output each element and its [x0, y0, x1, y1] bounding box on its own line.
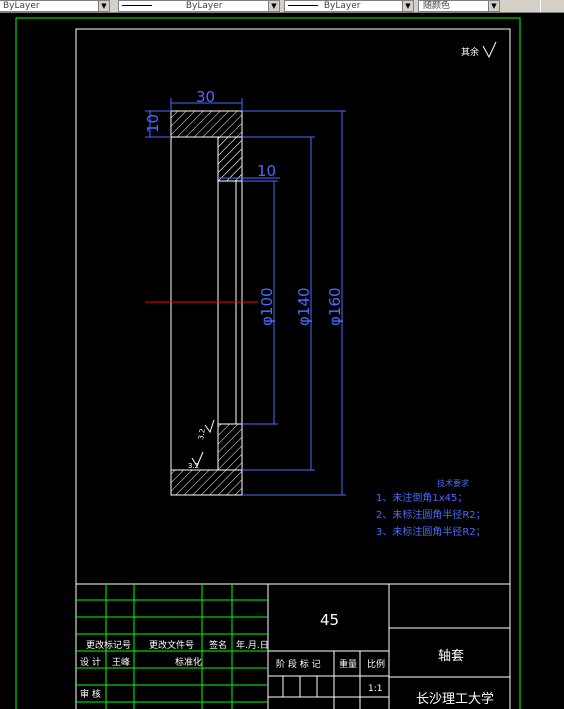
svg-text:审 核: 审 核 [80, 688, 101, 700]
linetype-swatch [288, 5, 318, 6]
part-outline [170, 110, 243, 496]
roughness-symbol-icon [482, 41, 497, 59]
svg-text:设 计: 设 计 [80, 656, 101, 668]
linetype-swatch [122, 5, 152, 6]
linetype-value: ByLayer [323, 1, 361, 11]
revision-grid [76, 584, 268, 709]
dim-width: 30 [196, 88, 215, 106]
roughness-mark-1: 3.2 [197, 428, 207, 440]
svg-text:比例: 比例 [367, 658, 385, 670]
tech-req-item-1: 1、未注倒角1x45； [376, 491, 467, 504]
svg-text:王峰: 王峰 [112, 657, 130, 668]
svg-text:签名: 签名 [209, 639, 227, 651]
title-block [76, 583, 510, 709]
chevron-down-icon[interactable]: ▼ [98, 1, 109, 11]
svg-text:更改标记号: 更改标记号 [86, 639, 131, 651]
school-name: 长沙理工大学 [416, 691, 494, 707]
tech-req-title: 技术要求 [437, 478, 469, 488]
roughness-symbol-icon [204, 419, 215, 434]
outer-border [15, 17, 521, 709]
color-dropdown[interactable]: ByLayer ▼ [0, 0, 110, 12]
title-block-headers: 更改标记号 更改文件号 签名 年.月.日 设 计 王峰 标准化 审 核 阶 段 … [80, 639, 385, 700]
drawing-frame [75, 28, 511, 709]
toolbar-end-cap [540, 0, 564, 12]
part-name: 轴套 [438, 648, 464, 664]
dimension-lines [145, 98, 346, 496]
roughness-symbol-icon [191, 451, 204, 468]
chevron-down-icon[interactable]: ▼ [402, 1, 413, 11]
roughness-mark-2: 3.2 [188, 462, 199, 470]
svg-text:标准化: 标准化 [175, 656, 202, 668]
layer-value: ByLayer [185, 1, 223, 11]
svg-text:年.月.日: 年.月.日 [236, 639, 269, 651]
layer-dropdown[interactable]: ByLayer ▼ [118, 0, 280, 12]
svg-text:更改文件号: 更改文件号 [149, 639, 194, 651]
dim-dia-mid: φ140 [295, 287, 313, 326]
svg-text:1:1: 1:1 [368, 684, 382, 694]
chevron-down-icon[interactable]: ▼ [488, 1, 499, 11]
svg-text:重量: 重量 [339, 658, 357, 670]
dim-dia-inner: φ100 [258, 287, 276, 326]
tech-req-item-2: 2、未标注圆角半径R2； [376, 508, 486, 521]
dim-dia-outer: φ160 [326, 287, 344, 326]
lineweight-value: 随颜色 [423, 1, 451, 11]
roughness-label: 其余 [461, 46, 479, 58]
chevron-down-icon[interactable]: ▼ [268, 1, 279, 11]
lineweight-dropdown[interactable]: 随颜色 ▼ [418, 0, 500, 12]
tech-req-item-3: 3、未标注圆角半径R2； [376, 525, 486, 538]
svg-text:阶 段 标 记: 阶 段 标 记 [276, 658, 321, 670]
dim-step: 10 [257, 162, 276, 180]
material-value: 45 [320, 611, 339, 629]
color-value: ByLayer [3, 1, 40, 11]
dim-height: 10 [144, 114, 162, 133]
properties-toolbar: ByLayer ▼ ByLayer ▼ ByLayer ▼ 随颜色 ▼ [0, 0, 564, 13]
linetype-dropdown[interactable]: ByLayer ▼ [284, 0, 414, 12]
